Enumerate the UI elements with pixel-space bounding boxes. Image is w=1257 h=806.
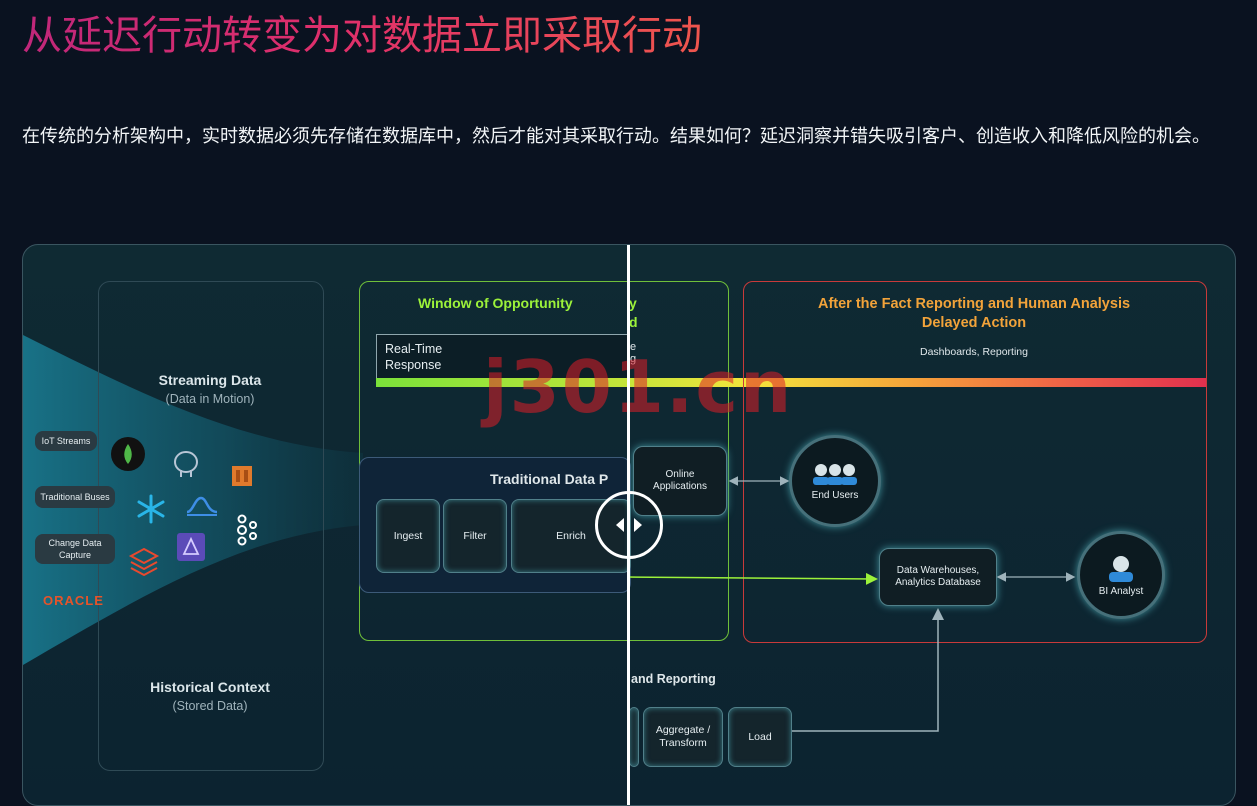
users-icon (813, 463, 857, 485)
oracle-logo: ORACLE (43, 593, 104, 608)
dashboards-reporting-label: Dashboards, Reporting (920, 346, 1028, 358)
mongodb-icon (111, 437, 145, 471)
window-of-opportunity-title: Window of Opportunity (418, 295, 573, 311)
after-the-fact-title: After the Fact Reporting and Human Analy… (817, 296, 1131, 331)
flink-icon (185, 493, 219, 519)
filter-stage: Filter (443, 499, 507, 573)
ingest-stage: Ingest (376, 499, 440, 573)
kafka-icon (233, 513, 259, 547)
real-time-response-label: Real-Time Response (385, 342, 443, 372)
snowflake-icon (135, 493, 167, 525)
streaming-data-title: Streaming Data (158, 372, 262, 388)
latency-gradient-bar (376, 378, 1206, 387)
aws-icon (229, 461, 255, 491)
postgresql-icon (171, 449, 201, 479)
streaming-data-subtitle: (Data in Motion) (165, 392, 255, 406)
after-the-fact-panel (743, 281, 1207, 643)
comparison-slider-handle[interactable] (595, 491, 663, 559)
data-funnel (23, 335, 363, 665)
load-stage: Load (728, 707, 792, 767)
watermark: j301.cn (483, 345, 794, 429)
aggregate-transform-stage: Aggregate / Transform (643, 707, 723, 767)
page-title: 从延迟行动转变为对数据立即采取行动 (22, 14, 742, 58)
intro-paragraph: 在传统的分析架构中，实时数据必须先存储在数据库中，然后才能对其采取行动。结果如何… (22, 126, 1210, 147)
databricks-icon (127, 545, 161, 579)
data-warehouse-node: Data Warehouses, Analytics Database (879, 548, 997, 606)
iot-streams-pill: IoT Streams (35, 431, 97, 451)
historical-context-subtitle: (Stored Data) (172, 699, 248, 713)
real-time-response-box: Real-Time Response (376, 334, 628, 382)
opportunity-title-partial-2: d (629, 314, 638, 330)
end-users-node: End Users (789, 435, 881, 527)
analyst-icon (1109, 555, 1133, 582)
opportunity-title-partial-1: y (629, 295, 637, 311)
bi-analyst-label: BI Analyst (1098, 585, 1144, 597)
reporting-pipeline-title: and Reporting (631, 672, 716, 686)
iceberg-icon (177, 533, 205, 561)
end-users-label: End Users (811, 489, 859, 501)
historical-context-title: Historical Context (150, 679, 270, 695)
chevron-left-right-icon (616, 518, 642, 532)
sources-panel (98, 281, 324, 771)
reporting-stage-partial (629, 707, 639, 767)
architecture-diagram: Streaming Data (Data in Motion) Historic… (22, 244, 1236, 806)
change-data-capture-pill: Change Data Capture (35, 534, 115, 564)
bi-analyst-node: BI Analyst (1077, 531, 1165, 619)
opportunity-partial-text-1: e (630, 341, 637, 353)
traditional-buses-pill: Traditional Buses (35, 486, 115, 508)
traditional-data-pipeline-title: Traditional Data P (490, 471, 609, 487)
opportunity-partial-text-2: g (630, 353, 637, 365)
connector-lines (626, 476, 1076, 732)
